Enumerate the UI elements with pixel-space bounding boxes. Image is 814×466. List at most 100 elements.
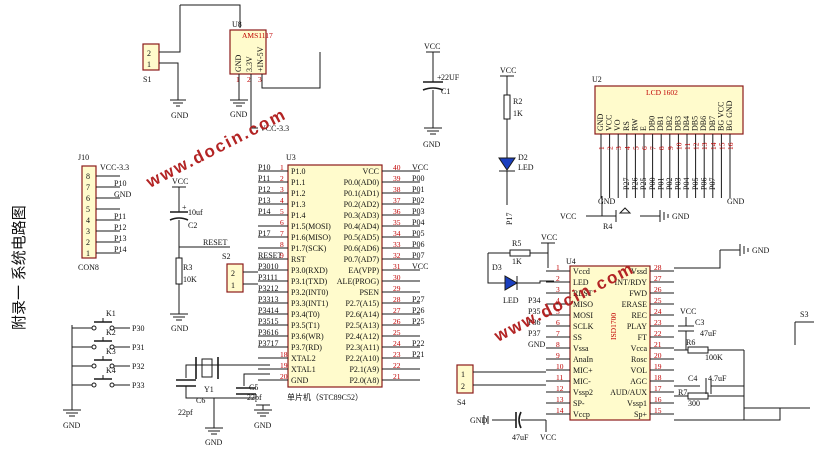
u4-left-num: 3	[556, 285, 560, 294]
u4-left-num: 13	[556, 395, 564, 404]
c4-value: 4.7uF	[708, 374, 727, 383]
r5-body	[509, 249, 531, 257]
key-ref: K1	[106, 309, 116, 318]
u2-pin: E	[639, 126, 648, 131]
u3-right-net: P01	[412, 185, 424, 194]
xtal-gnd	[185, 386, 257, 435]
r7-ref: R7	[678, 388, 687, 397]
u3-right-net: P21	[412, 350, 424, 359]
u4-right-num: 18	[654, 373, 662, 382]
u3-right-pin: P0.6(AD6)	[344, 244, 380, 253]
u4-right-num: 28	[654, 263, 662, 272]
c5-plates	[236, 387, 256, 395]
key-contact	[91, 325, 97, 331]
u4-ref: U4	[566, 257, 576, 266]
u4-left-pin: SP-	[573, 399, 585, 408]
key-ref: K4	[106, 366, 116, 375]
u3-gnd	[254, 404, 272, 417]
u4-left-pin: MISO	[573, 300, 593, 309]
u2-pin-num: 15	[717, 142, 726, 150]
u3-right-pin: P0.5(AD5)	[344, 233, 380, 242]
u4-part: ISD1700	[609, 313, 618, 340]
u3-left-num: 7	[280, 229, 284, 238]
r2-ref: R2	[513, 97, 522, 106]
u4-right-num: 25	[654, 296, 662, 305]
u2-pin: RW	[630, 118, 639, 131]
u8-out-wire	[250, 74, 258, 129]
gnd-label-keys: GND	[63, 421, 81, 430]
u3-left-num: 8	[280, 240, 284, 249]
u4-right-pin: INT/RDY	[615, 278, 648, 287]
u3-right-pin: P2.6(A14)	[345, 310, 379, 319]
u2-pin-num: 4	[623, 146, 632, 150]
u3-right-num: 35	[393, 218, 401, 227]
u3-left-pin: P1.7(SCK)	[291, 244, 327, 253]
y1-crystal	[201, 358, 213, 378]
u4-right-pin: FT	[638, 333, 647, 342]
r7-value: 300	[688, 399, 700, 408]
u3-left-net: P3010	[258, 262, 278, 271]
c2-plate-bot	[169, 217, 189, 221]
j10-net: P14	[114, 245, 126, 254]
r2-vcc-label: VCC	[500, 66, 516, 75]
u3-right-pin: P0.0(AD0)	[344, 178, 380, 187]
j10-net: VCC-3.3	[100, 163, 129, 172]
u4-right-pin: Vssd	[631, 267, 647, 276]
d3-ref: D3	[492, 263, 502, 272]
u8-num2: 2	[247, 75, 251, 84]
u3-right-net: P06	[412, 240, 424, 249]
s2-wires	[243, 271, 258, 285]
j10-body	[81, 165, 97, 259]
wire-s1-gnd	[159, 62, 179, 100]
u2-net: P05	[691, 178, 700, 190]
u2-pin: DB0	[648, 116, 657, 131]
j10-pin-num: 1	[86, 249, 90, 258]
u3-right-num: 32	[393, 251, 401, 260]
c2-vcc-label: VCC	[172, 177, 188, 186]
u2-net: P03	[674, 178, 683, 190]
u3-right-net: P25	[412, 317, 424, 326]
u3-right-num: 28	[393, 295, 401, 304]
u3-right-pin: P0.1(AD1)	[344, 189, 380, 198]
u4-left-num: 8	[556, 340, 560, 349]
u2-pin: DB3	[673, 116, 682, 131]
u4-right-num: 21	[654, 340, 662, 349]
c4-ref: C4	[688, 374, 697, 383]
s3-edge	[794, 321, 814, 345]
u2-contrast-wiring	[586, 196, 669, 222]
u8-part: AMS1117	[242, 31, 273, 40]
d3-value: LED	[503, 296, 519, 305]
u3-left-pin: P1.5(MOSI)	[291, 222, 331, 231]
r5-vcc-label: VCC	[541, 233, 557, 242]
u4-left-pin: REST	[573, 289, 593, 298]
j10-net: P12	[114, 223, 126, 232]
u4-right-pin: VOL	[631, 366, 648, 375]
u4-right-num: 24	[654, 307, 662, 316]
key-contact	[91, 382, 97, 388]
u2-net: P00	[648, 178, 657, 190]
u2-ref: U2	[592, 75, 602, 84]
u2-pin-num: 14	[709, 142, 718, 150]
u3-right-num: 37	[393, 196, 401, 205]
u3-right-num: 36	[393, 207, 401, 216]
c2-top-wire	[172, 186, 186, 212]
u2-net: P04	[682, 178, 691, 190]
u3-left-pin: P1.3	[291, 200, 305, 209]
side-title: 附录一 系统电路图	[10, 205, 28, 330]
u3-left-pin: P3.3(INT1)	[291, 299, 328, 308]
c1-value: 22UF	[441, 73, 460, 82]
bottom-gnd-label: GND	[470, 416, 488, 425]
u2-name: LCD 1602	[646, 88, 678, 97]
u4-right-pin: Vssp1	[627, 399, 647, 408]
j10-pin-num: 8	[86, 172, 90, 181]
u2-pin-num: 1	[597, 146, 606, 150]
u3-left-net: P3717	[258, 339, 278, 348]
u4-left-net: P36	[528, 318, 540, 327]
u3-left-num: 2	[280, 174, 284, 183]
u3-left-pin: P3.4(T0)	[291, 310, 320, 319]
u8-gnd-wire	[230, 74, 248, 107]
u3-caption: 单片机（STC89C52）	[287, 392, 363, 402]
r3-gnd	[170, 284, 188, 321]
u3-left-net: P11	[258, 174, 270, 183]
